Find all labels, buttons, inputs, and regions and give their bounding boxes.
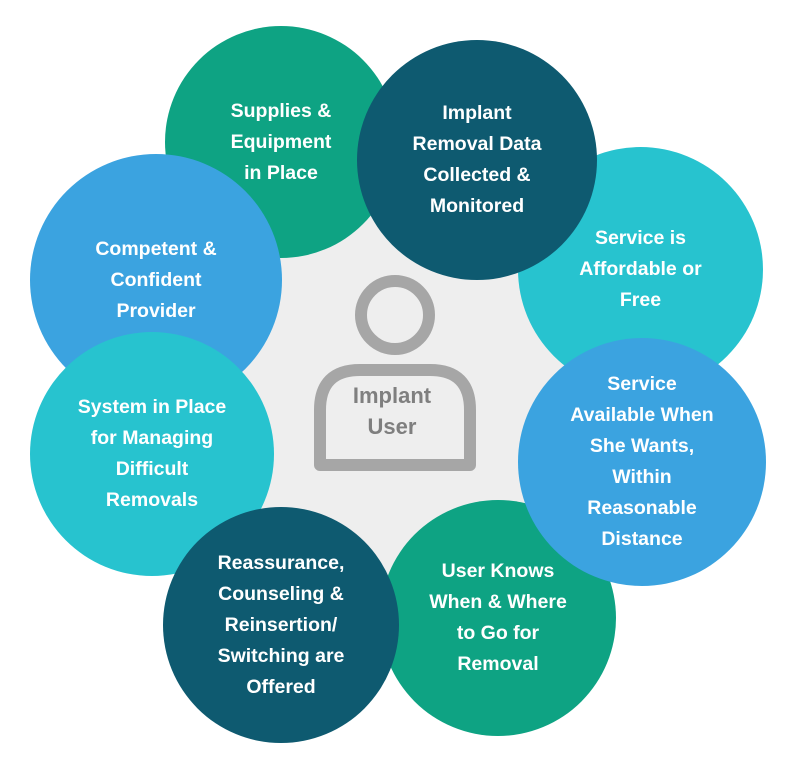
node-user-knows-label: User Knows When & Where to Go for Remova… (429, 560, 567, 675)
node-reassurance-label: Reassurance, Counseling & Reinsertion/ S… (217, 551, 345, 698)
node-availability: Service Available When She Wants, Within… (518, 338, 766, 586)
person-outline-icon (314, 275, 476, 471)
center-label: Implant User (352, 383, 432, 439)
node-availability-label: Service Available When She Wants, Within… (570, 373, 714, 550)
node-affordable-label: Service is Affordable or Free (579, 227, 702, 311)
node-data: Implant Removal Data Collected & Monitor… (357, 40, 597, 280)
node-supplies-label: Supplies & Equipment in Place (230, 99, 332, 184)
node-difficult-removals-label: System in Place for Managing Difficult R… (77, 396, 227, 511)
node-provider-label: Competent & Confident Provider (95, 237, 217, 322)
node-reassurance: Reassurance, Counseling & Reinsertion/ S… (163, 507, 399, 743)
node-data-label: Implant Removal Data Collected & Monitor… (412, 102, 542, 217)
